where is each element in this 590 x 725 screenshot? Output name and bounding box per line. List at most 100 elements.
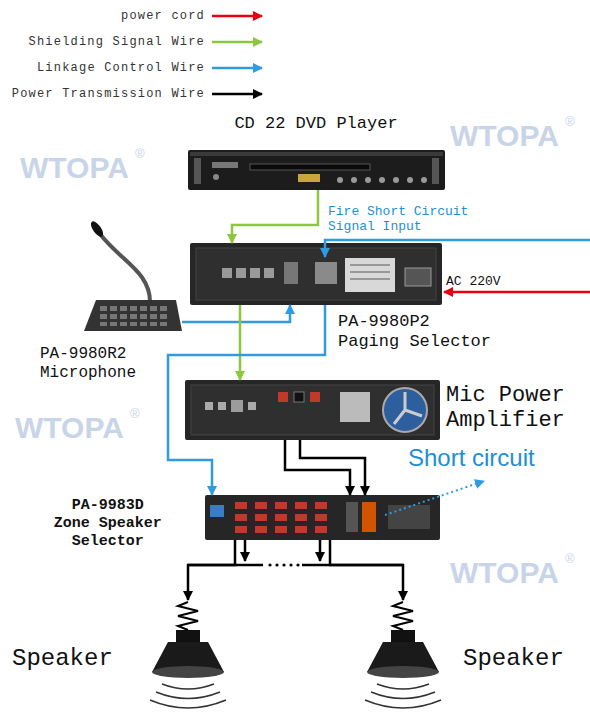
legend-text: power cord [0,8,205,24]
power-amplifier-device-part [218,402,226,410]
legend-arrow [212,15,262,18]
watermark: WTOPA [20,150,129,186]
dvd-player-device-part [188,150,445,190]
speaker-bus-wire-part [319,540,322,561]
paging-selector-device-part [405,268,431,286]
device-label: PA-9983D Zone Speaker Selector [52,497,164,551]
device-label: Mic Power Amplifier [446,383,570,434]
wire-connector [330,540,403,600]
short-circuit-leader [385,481,484,515]
power-amplifier-device-part [205,402,213,410]
power-note: AC 220V [446,274,501,290]
watermark-mark: ® [135,146,145,162]
watermark: WTOPA [450,555,559,591]
dvd-player-device-part [393,177,399,183]
paging-selector-device [190,243,442,305]
device-label: PA-9980R2 Microphone [40,345,140,383]
dvd-player-device-part [250,164,370,170]
speaker-bus-wire-part [296,563,299,566]
zone-selector-device [205,495,440,540]
microphone: PA-9980R2 Microphone [80,222,182,332]
microphone-device-part [100,234,150,302]
watermark: WTOPA [15,410,124,446]
speaker-bus-wire-part [244,540,247,561]
power-amplifier-device-part [383,388,427,432]
power-amplifier-device-part [231,400,243,412]
dvd-player-device-part [194,158,201,184]
paging-selector-device-part [222,268,232,278]
zone-selector: PA-9983D Zone Speaker Selector [205,495,440,540]
speaker-device [150,602,226,708]
paging-selector-device-part [250,268,260,278]
device-label: Speaker [463,645,564,674]
dvd-player-device-part [351,177,357,183]
wire-connector [188,540,235,600]
power-amplifier-device-part [185,380,440,440]
microphone-device [84,219,182,331]
speaker-bus-wire-part [268,563,271,566]
speaker-device-part [156,692,220,699]
paging-selector-device-part [236,268,246,278]
paging-selector-device-part [350,271,390,273]
paging-selector-device-part [350,278,390,280]
dvd-player-device-part [213,174,219,180]
legend-text: Shielding Signal Wire [0,34,205,50]
zone-selector-device-part [346,502,358,532]
speaker-bus-wire-part [275,563,278,566]
legend-arrow [212,93,262,96]
zone-selector-device-part [210,505,224,517]
dvd-player-device-part [337,177,343,183]
paging-selector-device-part [284,262,298,284]
wire-connector [285,440,350,495]
microphone-device-part [100,306,170,326]
wire-connector [232,190,318,243]
fire-signal-wire-part [325,240,590,257]
microphone-device-part [89,219,106,238]
dvd-player-device-part [365,177,371,183]
power-amplifier-device-part [248,402,256,410]
callout-text: Short circuit [408,444,535,473]
legend-text: Linkage Control Wire [0,60,205,76]
wire-connector [182,305,290,322]
dvd-player-device-part [298,174,320,182]
paging-selector-device-part [345,258,395,292]
zone-selector-device-part [362,502,376,532]
ac-power-wire [444,292,590,293]
signal-note: Fire Short Circuit Signal Input [328,205,472,235]
zone-selector-device-part [388,505,430,529]
legend-arrow [212,41,262,44]
paging-selector: PA-9980P2 Paging Selector [190,243,442,305]
speaker-device-part [150,700,226,708]
speaker-device-part [152,666,224,678]
speaker-device-part [178,602,198,630]
paging-selector-device-part [196,248,436,300]
device-label: CD 22 DVD Player [186,114,446,134]
short-circuit-leader-part [385,481,484,515]
dvd-player-device-part [212,162,238,168]
dvd-player-device-part [421,177,427,183]
power-amplifier-device-part [278,392,288,402]
paging-selector-device-part [350,264,390,266]
watermark-mark: ® [565,114,575,130]
speaker-bus-wire [188,540,403,567]
paging-selector-device-part [315,262,337,284]
zone-selector-device-part [235,502,335,533]
wire-connector [239,305,242,380]
speaker-device [365,602,441,708]
speaker-bus-wire-part [289,563,292,566]
watermark-mark: ® [130,406,140,422]
paging-selector-device-part [264,268,274,278]
dvd-player-device-part [432,158,439,184]
ac-power-wire-part [444,291,590,294]
zone-selector-device-part [205,495,440,540]
dvd-player-device-part [190,152,443,156]
speaker-device-part [162,684,214,689]
watermark: WTOPA [450,118,559,154]
wire-connector [168,305,325,495]
speaker: Speaker [365,600,441,695]
dvd-player-device-part [407,177,413,183]
power-amplifier-device-part [394,392,422,424]
power-amplifier-device-part [294,392,304,402]
watermark-mark: ® [565,551,575,567]
legend-arrow [212,67,262,70]
